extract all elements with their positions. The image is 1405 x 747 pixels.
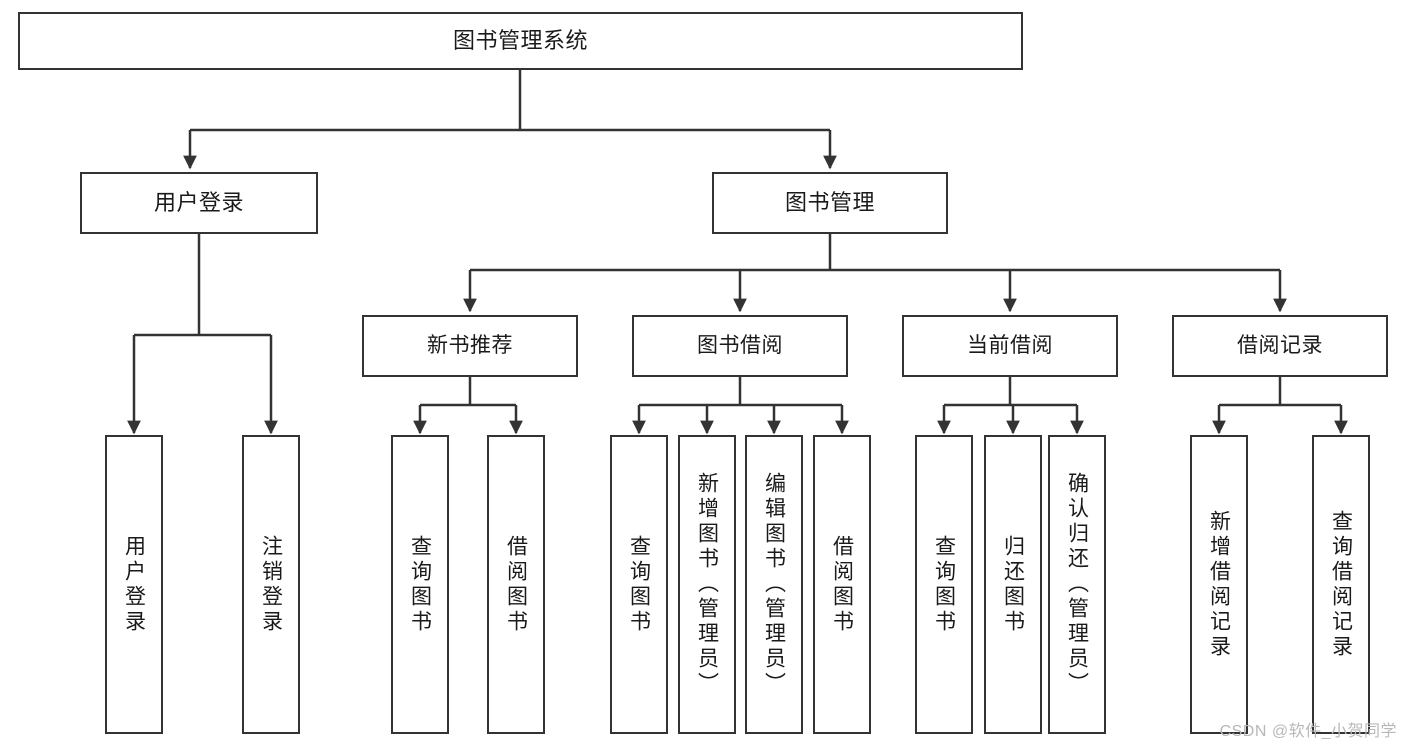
node-label: 借阅图书 xyxy=(830,534,854,635)
node-label: 用户登录 xyxy=(153,190,244,216)
node-label: 借阅记录 xyxy=(1237,333,1323,357)
node-label: 图书管理 xyxy=(784,190,875,216)
node-user-login[interactable]: 用户登录 xyxy=(80,172,318,234)
node-label: 图书管理系统 xyxy=(452,28,588,54)
node-book-borrow[interactable]: 图书借阅 xyxy=(632,315,848,377)
leaf-new-book-query[interactable]: 查询图书 xyxy=(391,435,449,734)
leaf-user-login-logout[interactable]: 注销登录 xyxy=(242,435,300,734)
node-label: 图书借阅 xyxy=(697,333,783,357)
node-root-system[interactable]: 图书管理系统 xyxy=(18,12,1023,70)
leaf-user-login-login[interactable]: 用户登录 xyxy=(105,435,163,734)
node-label: 查询图书 xyxy=(627,534,651,635)
node-borrow-record[interactable]: 借阅记录 xyxy=(1172,315,1388,377)
node-label: 确认归还（管理员） xyxy=(1065,472,1089,697)
leaf-current-confirm-return-admin[interactable]: 确认归还（管理员） xyxy=(1048,435,1106,734)
leaf-current-return-book[interactable]: 归还图书 xyxy=(984,435,1042,734)
node-label: 借阅图书 xyxy=(504,534,528,635)
node-label: 用户登录 xyxy=(122,534,146,635)
node-label: 新书推荐 xyxy=(427,333,513,357)
node-label: 注销登录 xyxy=(259,534,283,635)
node-label: 查询图书 xyxy=(408,534,432,635)
node-book-management[interactable]: 图书管理 xyxy=(712,172,948,234)
node-label: 编辑图书（管理员） xyxy=(762,472,786,697)
leaf-borrow-add-book-admin[interactable]: 新增图书（管理员） xyxy=(678,435,736,734)
leaf-current-query-book[interactable]: 查询图书 xyxy=(915,435,973,734)
node-new-book-recommend[interactable]: 新书推荐 xyxy=(362,315,578,377)
node-label: 归还图书 xyxy=(1001,534,1025,635)
node-label: 新增借阅记录 xyxy=(1207,509,1231,660)
node-label: 当前借阅 xyxy=(967,333,1053,357)
node-label: 查询借阅记录 xyxy=(1329,509,1353,660)
leaf-borrow-edit-book-admin[interactable]: 编辑图书（管理员） xyxy=(745,435,803,734)
leaf-new-book-borrow[interactable]: 借阅图书 xyxy=(487,435,545,734)
node-label: 查询图书 xyxy=(932,534,956,635)
leaf-borrow-query-book[interactable]: 查询图书 xyxy=(610,435,668,734)
leaf-borrow-borrow-book[interactable]: 借阅图书 xyxy=(813,435,871,734)
leaf-record-add-record[interactable]: 新增借阅记录 xyxy=(1190,435,1248,734)
node-current-borrow[interactable]: 当前借阅 xyxy=(902,315,1118,377)
node-label: 新增图书（管理员） xyxy=(695,472,719,697)
leaf-record-query-record[interactable]: 查询借阅记录 xyxy=(1312,435,1370,734)
